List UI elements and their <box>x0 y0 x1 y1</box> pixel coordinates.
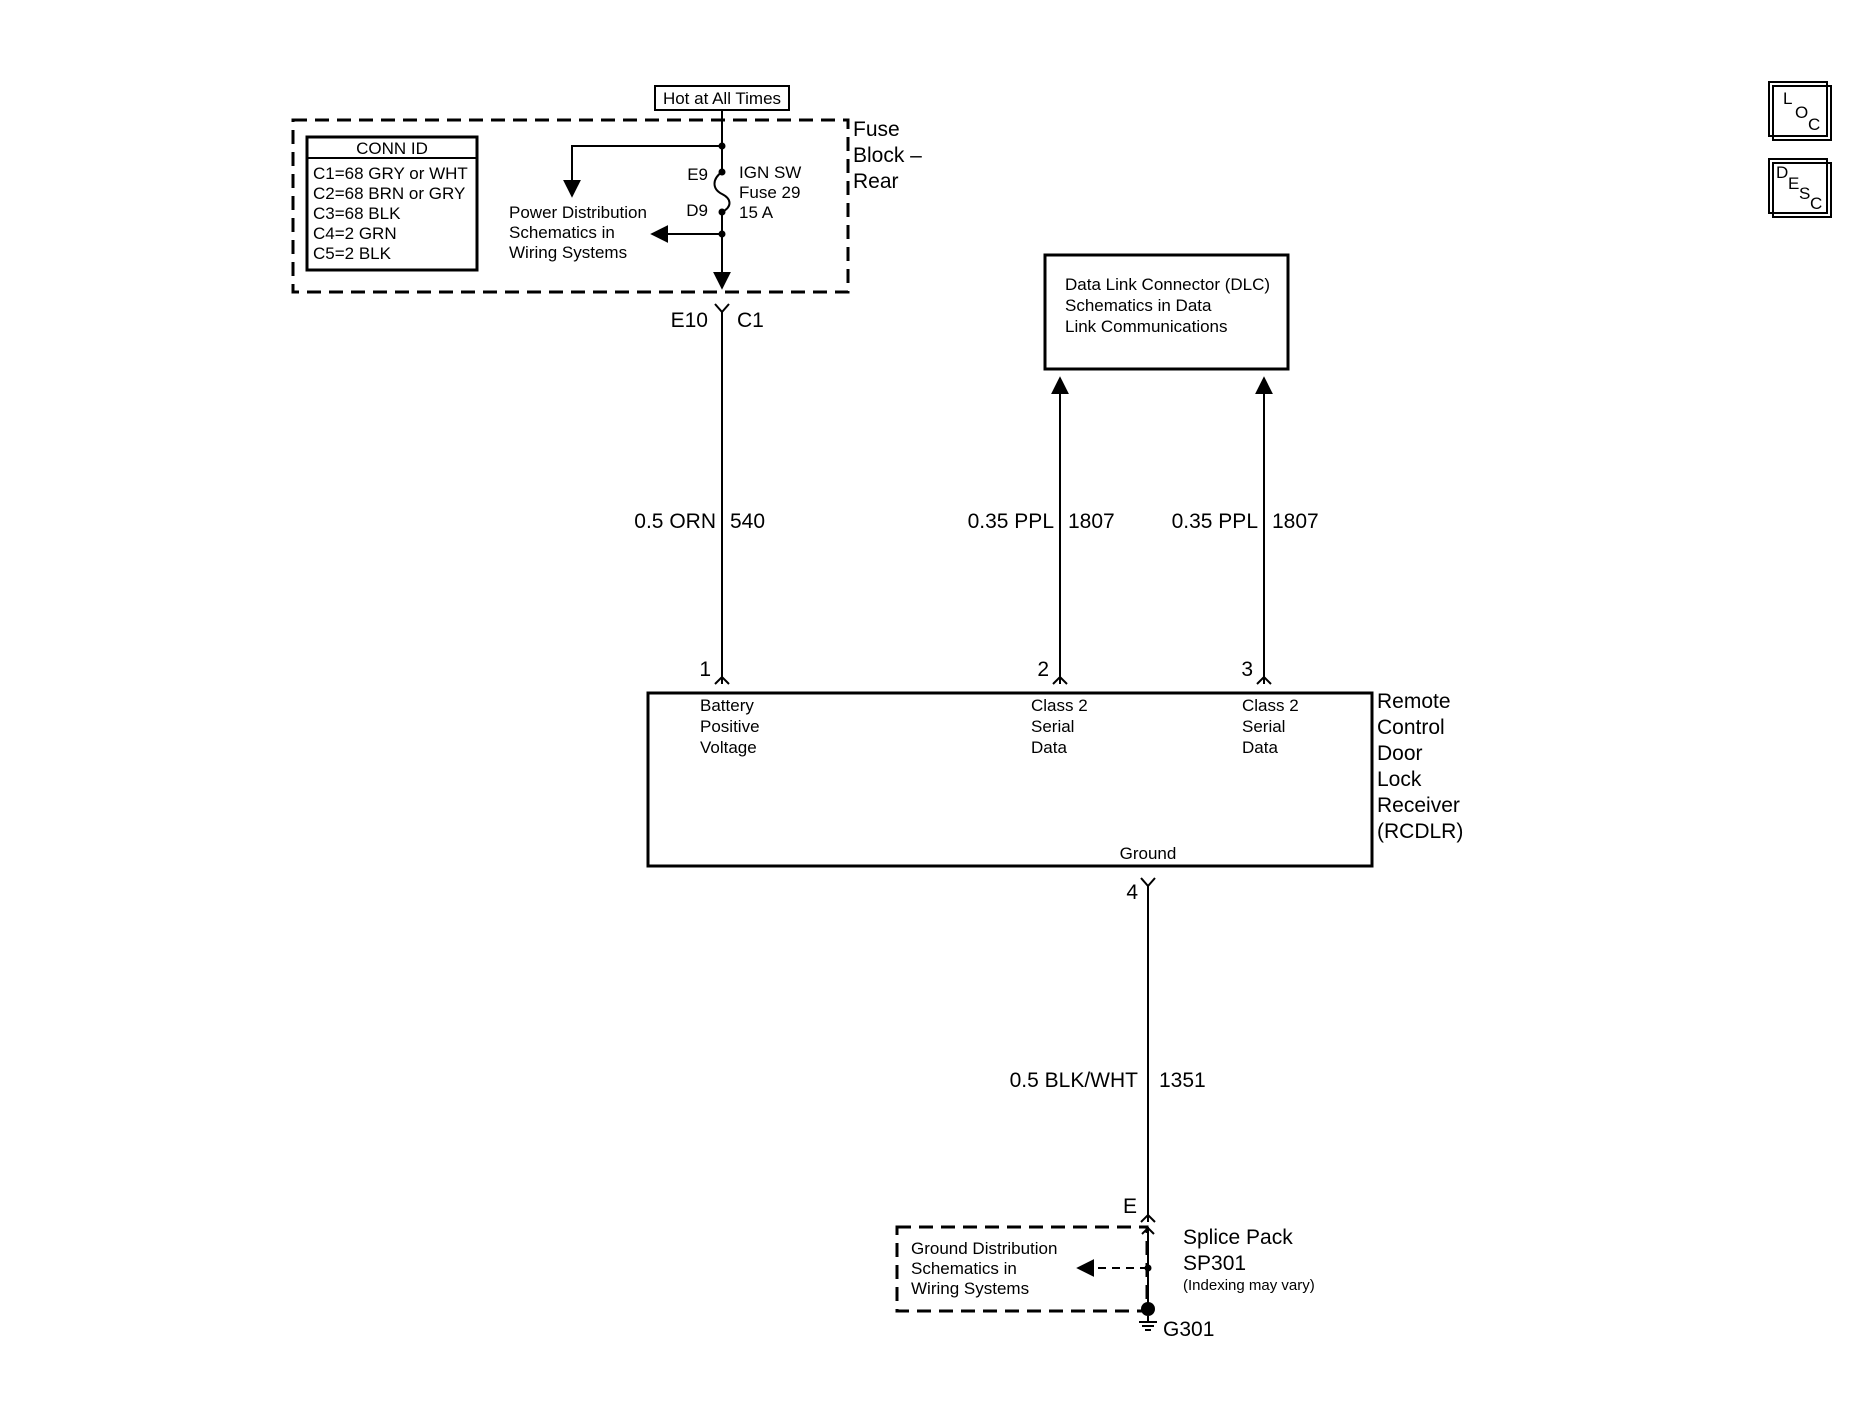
fuse-icon <box>713 171 731 213</box>
wire-540: 0.5 ORN 540 <box>634 312 765 684</box>
fuse-block-name-line1: Fuse <box>853 118 900 141</box>
loc-letter-l: L <box>1783 89 1792 108</box>
module-name-line6: (RCDLR) <box>1377 820 1463 843</box>
ground-g301: G301 <box>1139 1316 1214 1341</box>
splice-pack-sp301: Ground Distribution Schematics in Wiring… <box>895 1225 1315 1316</box>
pin-2-func-line1: Class 2 <box>1031 696 1088 715</box>
wire-540-size-color: 0.5 ORN <box>634 510 716 533</box>
connector-e10-c1: E10 C1 <box>671 303 764 332</box>
pin-4-connector-icon <box>1140 877 1156 888</box>
module-name-line2: Control <box>1377 716 1445 739</box>
wire-1351-circuit: 1351 <box>1159 1069 1206 1092</box>
pin-3-func-line2: Serial <box>1242 717 1285 736</box>
dlc-ref-line3: Link Communications <box>1065 317 1228 336</box>
wire-1807-a: 0.35 PPL 1807 <box>968 376 1115 684</box>
ground-dist-ref-line2[interactable]: Schematics in <box>911 1259 1017 1278</box>
conn-id-row: C5=2 BLK <box>313 244 392 263</box>
wire-540-circuit: 540 <box>730 510 765 533</box>
wire-1807a-circuit: 1807 <box>1068 510 1115 533</box>
conn-id-row: C1=68 GRY or WHT <box>313 164 468 183</box>
conn-id-table: CONN ID C1=68 GRY or WHT C2=68 BRN or GR… <box>305 135 479 272</box>
pin-3-func-line3: Data <box>1242 738 1278 757</box>
fuse-label-line1: IGN SW <box>739 163 801 182</box>
rcdlr-outline <box>646 691 1374 868</box>
wire-1807a-size-color: 0.35 PPL <box>968 510 1054 533</box>
pin-2-func-line2: Serial <box>1031 717 1074 736</box>
pin-1-connector-icon <box>714 675 730 685</box>
fuse-block-name-line2: Block – <box>853 144 922 167</box>
wire-1351-size-color: 0.5 BLK/WHT <box>1010 1069 1139 1092</box>
pin-4-number: 4 <box>1126 881 1138 904</box>
desc-letter-d: D <box>1776 163 1788 182</box>
loc-button[interactable]: L O C <box>1768 81 1832 141</box>
dlc-ref-line1: Data Link Connector (DLC) <box>1065 275 1270 294</box>
rcdlr-module: Battery Positive Voltage Class 2 Serial … <box>646 690 1463 868</box>
power-dist-ref-line2[interactable]: Schematics in <box>509 223 615 242</box>
pin-3-connector-icon <box>1256 675 1272 685</box>
connector-icon <box>714 303 730 314</box>
fuse-block-name-line3: Rear <box>853 170 899 193</box>
pin-3-func-line1: Class 2 <box>1242 696 1299 715</box>
fuse-block-outline <box>291 118 850 294</box>
pin-d9-label: D9 <box>686 201 708 220</box>
conn-id-row: C4=2 GRN <box>313 224 397 243</box>
splice-name-line2: SP301 <box>1183 1252 1246 1275</box>
conn-id-row: C3=68 BLK <box>313 204 401 223</box>
splice-note: (Indexing may vary) <box>1183 1277 1315 1294</box>
desc-letter-s: S <box>1799 184 1810 203</box>
fuse-block-rear: Hot at All Times Fuse Block – Rear CONN … <box>291 85 922 294</box>
desc-button[interactable]: D E S C <box>1768 158 1832 218</box>
ground-id-label: G301 <box>1163 1318 1214 1341</box>
power-dist-ref-line3[interactable]: Wiring Systems <box>509 243 627 262</box>
wire-1351: 0.5 BLK/WHT 1351 <box>1010 886 1206 1222</box>
pin-1-func-line3: Voltage <box>700 738 757 757</box>
power-dist-ref-line1[interactable]: Power Distribution <box>509 203 647 222</box>
ground-dist-ref-line3[interactable]: Wiring Systems <box>911 1279 1029 1298</box>
desc-letter-e: E <box>1788 174 1799 193</box>
desc-letter-c: C <box>1810 194 1822 213</box>
module-name-line5: Receiver <box>1377 794 1460 817</box>
splice-connector-icon <box>1140 1213 1156 1223</box>
splice-name-line1: Splice Pack <box>1183 1226 1293 1249</box>
ground-dist-ref-line1[interactable]: Ground Distribution <box>911 1239 1057 1258</box>
pin-2-func-line3: Data <box>1031 738 1067 757</box>
conn-id-row: C2=68 BRN or GRY <box>313 184 465 203</box>
module-name-line1: Remote <box>1377 690 1451 713</box>
wire-1807b-circuit: 1807 <box>1272 510 1319 533</box>
fuse-label-line2: Fuse 29 <box>739 183 800 202</box>
dlc-ref-line2: Schematics in Data <box>1065 296 1212 315</box>
pin-e9-label: E9 <box>687 165 708 184</box>
wire-1807-b: 0.35 PPL 1807 <box>1172 376 1319 684</box>
splice-node-icon <box>1141 1302 1155 1316</box>
conn-id-header: CONN ID <box>356 139 428 158</box>
loc-letter-c: C <box>1808 115 1820 134</box>
wire-1807b-size-color: 0.35 PPL <box>1172 510 1258 533</box>
pin-1-number: 1 <box>699 658 711 681</box>
fuse-label-line3: 15 A <box>739 203 774 222</box>
dlc-reference[interactable]: Data Link Connector (DLC) Schematics in … <box>1043 253 1290 371</box>
hot-at-all-times-label: Hot at All Times <box>663 89 781 108</box>
pin-3-number: 3 <box>1241 658 1253 681</box>
pin-1-func-line2: Positive <box>700 717 760 736</box>
module-name-line4: Lock <box>1377 768 1422 791</box>
pin-2-connector-icon <box>1052 675 1068 685</box>
loc-letter-o: O <box>1795 103 1808 122</box>
module-name-line3: Door <box>1377 742 1423 765</box>
pin-2-number: 2 <box>1037 658 1049 681</box>
fuse-29-circuit <box>563 110 731 290</box>
ground-func-label: Ground <box>1120 844 1177 863</box>
connector-e10-label: E10 <box>671 309 708 332</box>
splice-connector-letter: E <box>1123 1195 1137 1218</box>
pin-1-func-line1: Battery <box>700 696 754 715</box>
connector-c1-label: C1 <box>737 309 764 332</box>
